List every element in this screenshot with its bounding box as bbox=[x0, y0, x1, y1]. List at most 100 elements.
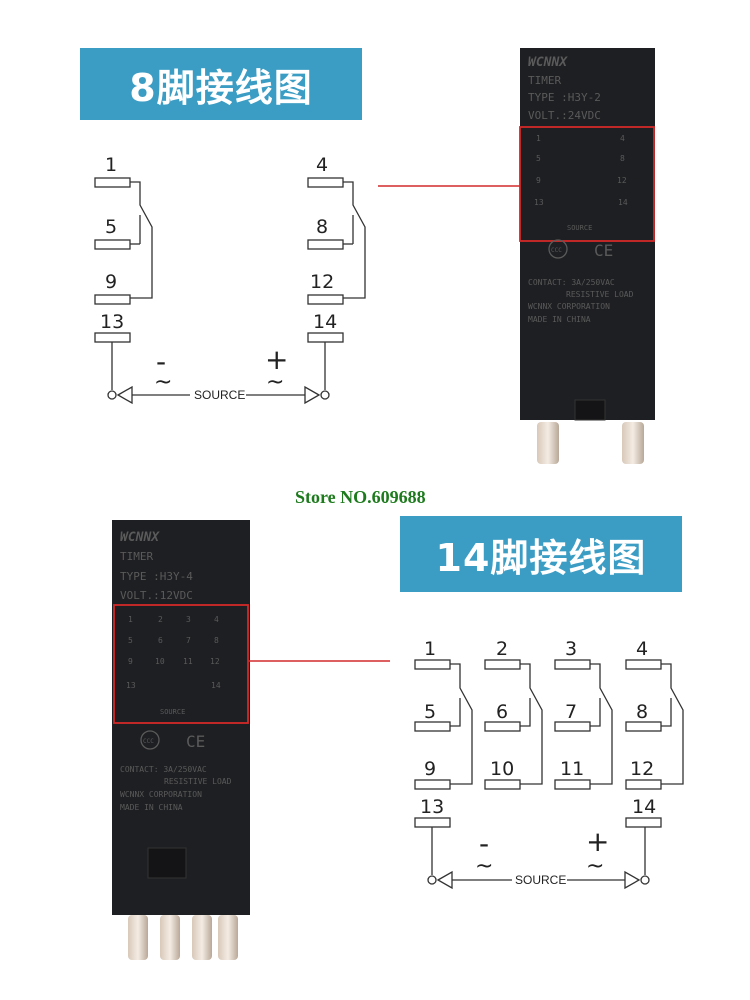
supply-terminal-right bbox=[640, 875, 650, 885]
plus-sign: + bbox=[265, 343, 288, 376]
pin-label: 11 bbox=[560, 758, 584, 780]
terminal-13 bbox=[94, 332, 131, 343]
contact-group-2 bbox=[484, 659, 543, 790]
device-pin-number: 9 bbox=[536, 176, 541, 185]
terminal-4 bbox=[625, 659, 662, 670]
device-text: TIMER bbox=[528, 74, 561, 87]
pin-label: 5 bbox=[105, 216, 117, 238]
device-pin bbox=[218, 915, 238, 960]
device-text: TYPE :H3Y-2 bbox=[528, 91, 601, 104]
terminal-5 bbox=[94, 239, 131, 250]
device-text: WCNNX CORPORATION bbox=[120, 790, 202, 799]
ccc-mark bbox=[548, 239, 568, 259]
power-supply bbox=[94, 332, 344, 405]
pin-label: 14 bbox=[313, 311, 337, 333]
pin-label: 1 bbox=[424, 638, 436, 660]
device-text: VOLT.:12VDC bbox=[120, 589, 193, 602]
terminal-12 bbox=[625, 779, 662, 790]
source-label: SOURCE bbox=[515, 873, 566, 887]
device-pin-number: 10 bbox=[155, 657, 165, 666]
pin-label: 2 bbox=[496, 638, 508, 660]
contact-group-1 bbox=[414, 659, 473, 790]
device-pin-number: 6 bbox=[158, 636, 163, 645]
banner-8-pin-wiring: 8脚接线图 bbox=[80, 48, 362, 120]
supply-terminal-left bbox=[107, 390, 117, 400]
pin-label: 9 bbox=[105, 271, 117, 293]
supply-terminal-right bbox=[320, 390, 330, 400]
device-text: MADE IN CHINA bbox=[528, 315, 591, 324]
pin-label: 14 bbox=[632, 796, 656, 818]
contact-group-4 bbox=[625, 659, 684, 790]
ccc-mark bbox=[140, 730, 160, 750]
device-pin-number: 8 bbox=[620, 154, 625, 163]
pin-label: 8 bbox=[316, 216, 328, 238]
pin-label: 5 bbox=[424, 701, 436, 723]
terminal-3 bbox=[554, 659, 591, 670]
device-pin-number: 7 bbox=[186, 636, 191, 645]
device-text: CONTACT: 3A/250VAC bbox=[120, 765, 207, 774]
highlight-box bbox=[113, 604, 249, 724]
device-pin-number: 11 bbox=[183, 657, 193, 666]
device-pin-number: 1 bbox=[128, 615, 133, 624]
terminal-10 bbox=[484, 779, 521, 790]
contact-wire bbox=[661, 698, 672, 727]
contact-wire bbox=[590, 698, 601, 727]
pin-label: 3 bbox=[565, 638, 577, 660]
pin-label: 9 bbox=[424, 758, 436, 780]
terminal-6 bbox=[484, 721, 521, 732]
pin-label: 4 bbox=[316, 154, 328, 176]
contact-switch bbox=[343, 181, 366, 299]
ce-mark: CE bbox=[594, 241, 613, 260]
arrow-left bbox=[436, 870, 453, 890]
pin-label: 4 bbox=[636, 638, 648, 660]
device-text: TIMER bbox=[120, 550, 153, 563]
device-pin-number: 2 bbox=[158, 615, 163, 624]
pin-label: 13 bbox=[420, 796, 444, 818]
diagram-8-pin bbox=[94, 177, 366, 405]
relay-device-14-pin: WCNNX TIMER TYPE :H3Y-4 VOLT.:12VDC 1 2 … bbox=[112, 520, 250, 960]
contact-switch bbox=[520, 663, 543, 785]
device-pin-number: 3 bbox=[186, 615, 191, 624]
highlight-box bbox=[519, 126, 655, 242]
ccc-text: CCC bbox=[551, 247, 562, 254]
minus-sign: - bbox=[479, 827, 489, 860]
device-text: VOLT.:24VDC bbox=[528, 109, 601, 122]
pin-label: 6 bbox=[496, 701, 508, 723]
pin-label: 12 bbox=[630, 758, 654, 780]
device-pin-number: 4 bbox=[620, 134, 625, 143]
device-text: WCNNX CORPORATION bbox=[528, 302, 610, 311]
terminal-2 bbox=[484, 659, 521, 670]
terminal-4 bbox=[307, 177, 344, 188]
plus-sign: + bbox=[586, 825, 609, 858]
ac-tilde: ~ bbox=[154, 370, 172, 395]
device-pin bbox=[192, 915, 212, 960]
pin-label: 8 bbox=[636, 701, 648, 723]
device-source-label: SOURCE bbox=[567, 224, 592, 232]
contact-group-a bbox=[94, 177, 153, 305]
terminal-8 bbox=[307, 239, 344, 250]
device-text: TYPE :H3Y-4 bbox=[120, 570, 193, 583]
terminal-11 bbox=[554, 779, 591, 790]
terminal-1 bbox=[414, 659, 451, 670]
terminal-14 bbox=[307, 332, 344, 343]
ac-tilde: ~ bbox=[586, 854, 604, 879]
terminal-14 bbox=[625, 817, 662, 828]
device-pin-number: 8 bbox=[214, 636, 219, 645]
banner-14-pin-wiring: 14脚接线图 bbox=[400, 516, 682, 592]
contact-group-b bbox=[307, 177, 366, 305]
terminal-5 bbox=[414, 721, 451, 732]
device-pin bbox=[128, 915, 148, 960]
ccc-text: CCC bbox=[143, 738, 154, 745]
ac-tilde: ~ bbox=[475, 854, 493, 879]
contact-wire bbox=[520, 698, 531, 727]
device-pin-number: 14 bbox=[211, 681, 221, 690]
device-source-label: SOURCE bbox=[160, 708, 185, 716]
terminal-12 bbox=[307, 294, 344, 305]
pin-label: 1 bbox=[105, 154, 117, 176]
terminal-1 bbox=[94, 177, 131, 188]
terminal-9 bbox=[94, 294, 131, 305]
device-text: MADE IN CHINA bbox=[120, 803, 183, 812]
pin-label: 12 bbox=[310, 271, 334, 293]
contact-switch bbox=[661, 663, 684, 785]
